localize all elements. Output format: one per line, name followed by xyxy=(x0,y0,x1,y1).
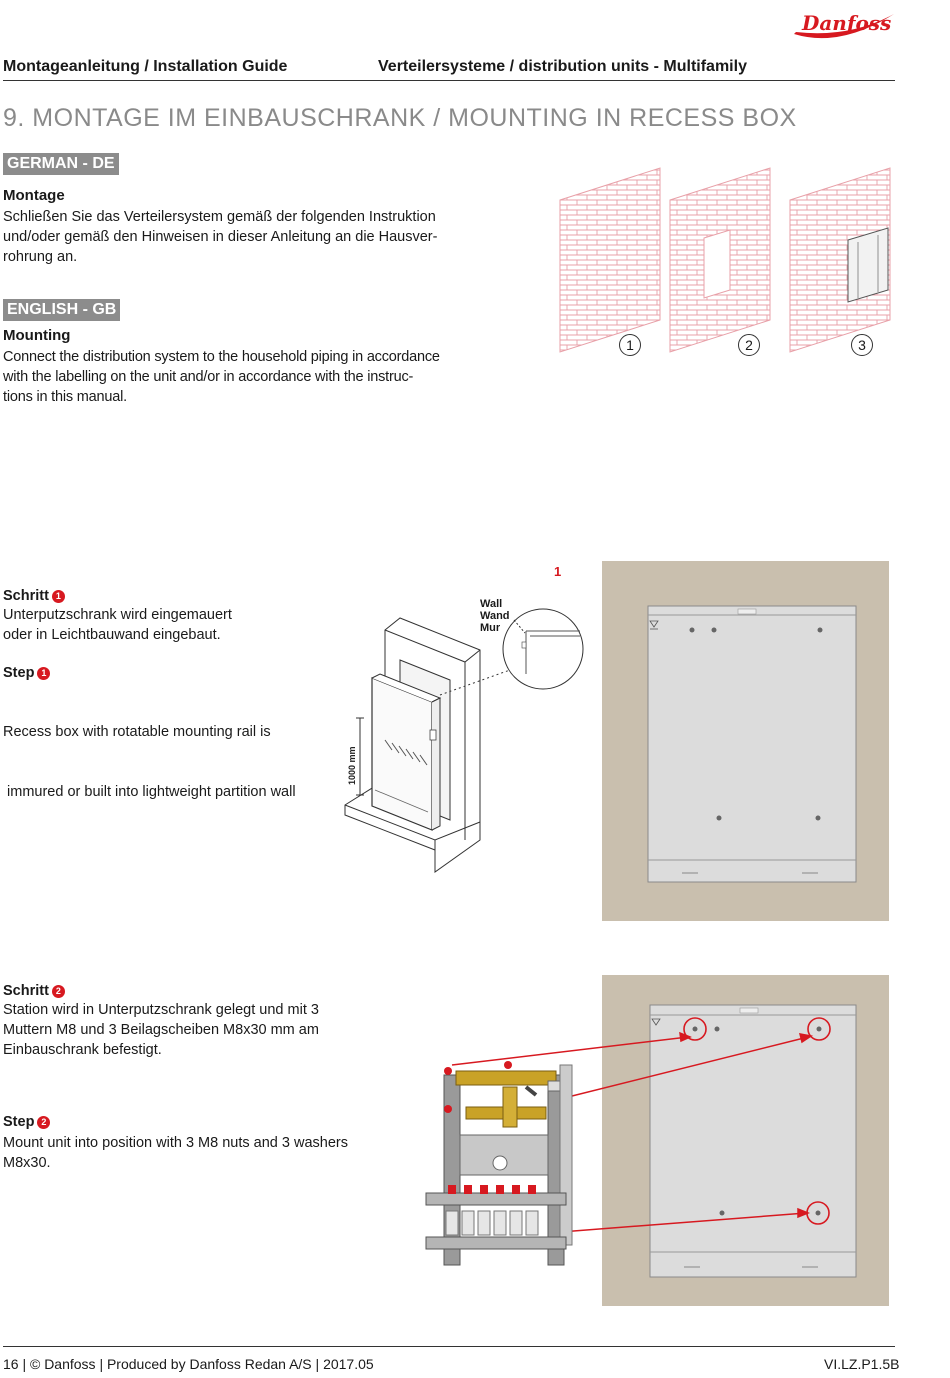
step-number-bullet: 2 xyxy=(37,1116,51,1129)
step-1-line: Recess box with rotatable mounting rail … xyxy=(3,724,271,740)
german-line: Schließen Sie das Verteilersystem gemäß … xyxy=(3,209,436,225)
step-number-bullet: 1 xyxy=(51,590,65,603)
recess-box-photo-2 xyxy=(602,975,889,1306)
english-text: Connect the distribution system to the h… xyxy=(3,347,443,407)
distribution-unit-drawing xyxy=(425,1031,813,1266)
figure-number: 1 xyxy=(554,564,562,579)
wall-stage-1 xyxy=(559,167,661,353)
step-2-line: M8x30. xyxy=(3,1155,51,1171)
section-title: 9. MONTAGE IM EINBAUSCHRANK / MOUNTING I… xyxy=(3,104,797,132)
wall-label: Wall xyxy=(480,598,503,610)
header-rule xyxy=(3,80,895,81)
wall-stage-3 xyxy=(789,167,891,353)
step-1-line: immured or built into lightweight partit… xyxy=(3,784,296,800)
schritt-label: Schritt xyxy=(3,983,49,999)
schritt-2-text: Station wird in Unterputzschrank gelegt … xyxy=(3,1000,319,1060)
header-right: Verteilersysteme / distribution units - … xyxy=(378,58,747,75)
english-line: with the labelling on the unit and/or in… xyxy=(3,369,414,385)
schritt-2-line: Muttern M8 und 3 Beilagscheiben M8x30 mm… xyxy=(3,1022,319,1038)
schritt-1-text: Unterputzschrank wird eingemauert oder i… xyxy=(3,605,232,645)
recess-box-photo-1 xyxy=(602,561,889,921)
wall-stage-2 xyxy=(669,167,771,353)
step-2-line: Mount unit into position with 3 M8 nuts … xyxy=(3,1135,348,1151)
recess-box-drawing: 1000 mm xyxy=(344,617,511,873)
english-badge: ENGLISH - GB xyxy=(3,299,121,321)
brick-wall-illustration xyxy=(559,167,891,353)
schritt-2-line: Station wird in Unterputzschrank gelegt … xyxy=(3,1002,319,1018)
schritt-1-line: Unterputzschrank wird eingemauert xyxy=(3,607,232,623)
footer-rule xyxy=(3,1346,895,1347)
german-badge: GERMAN - DE xyxy=(3,153,119,175)
schritt-label: Schritt xyxy=(3,588,49,604)
german-text: Schließen Sie das Verteilersystem gemäß … xyxy=(3,207,443,267)
step-number-bullet: 2 xyxy=(51,985,65,998)
schritt-2-line: Einbauschrank befestigt. xyxy=(3,1042,162,1058)
step-2-text: Mount unit into position with 3 M8 nuts … xyxy=(3,1133,348,1173)
header-left: Montageanleitung / Installation Guide xyxy=(3,58,288,75)
english-line: Connect the distribution system to the h… xyxy=(3,349,440,365)
german-line: rohrung an. xyxy=(3,249,78,265)
step-label: Step xyxy=(3,1114,35,1130)
footer-right: VI.LZ.P1.5B xyxy=(824,1356,900,1372)
german-line: und/oder gemäß den Hinweisen in dieser A… xyxy=(3,229,438,245)
logo-text: Danfoss xyxy=(801,11,891,35)
danfoss-logo: Danfoss xyxy=(794,11,894,39)
wall-step-number: 2 xyxy=(738,334,760,356)
dimension-label: 1000 mm xyxy=(347,746,357,785)
detail-magnifier xyxy=(502,608,584,690)
german-heading: Montage xyxy=(3,187,65,204)
footer-left: 16 | © Danfoss | Produced by Danfoss Red… xyxy=(3,1356,374,1372)
wall-step-number: 3 xyxy=(851,334,873,356)
schritt-1-line: oder in Leichtbauwand eingebaut. xyxy=(3,627,221,643)
wall-label: Wand xyxy=(480,610,510,622)
step-label: Step xyxy=(3,665,35,681)
wall-label: Mur xyxy=(480,622,501,634)
english-line: tions in this manual. xyxy=(3,389,127,405)
english-heading: Mounting xyxy=(3,327,71,344)
wall-step-number: 1 xyxy=(619,334,641,356)
wall-labels: Wall Wand Mur xyxy=(480,598,510,634)
step-number-bullet: 1 xyxy=(37,667,51,680)
step-1-text: Recess box with rotatable mounting rail … xyxy=(3,682,296,822)
